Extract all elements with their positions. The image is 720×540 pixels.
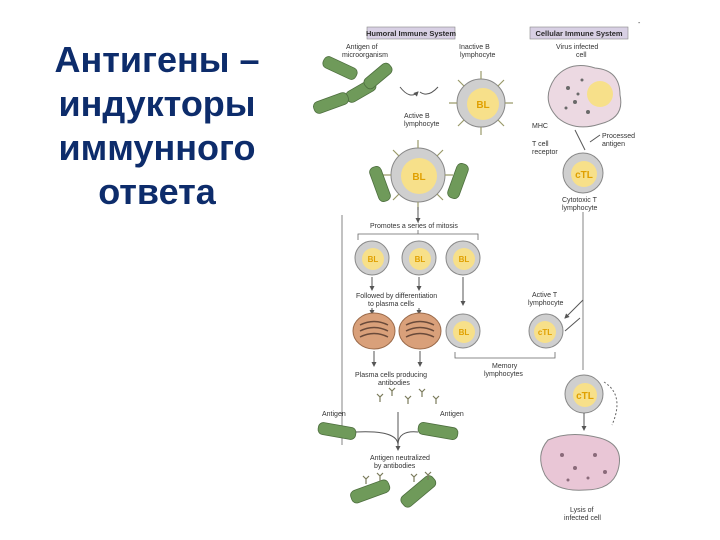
label-memory: Memory lymphocytes bbox=[484, 363, 523, 378]
svg-text:by antibodies: by antibodies bbox=[374, 463, 416, 470]
svg-text:antigen: antigen bbox=[602, 141, 625, 148]
virus-infected-cell bbox=[547, 65, 622, 128]
svg-text:Active T: Active T bbox=[532, 292, 558, 299]
svg-text:Cytotoxic T: Cytotoxic T bbox=[562, 197, 598, 204]
title-line-2: индукторы bbox=[58, 83, 256, 124]
svg-text:BL: BL bbox=[412, 172, 425, 183]
svg-text:infected cell: infected cell bbox=[564, 515, 601, 522]
svg-text:Antigen of: Antigen of bbox=[346, 44, 378, 51]
svg-text:Active B: Active B bbox=[404, 113, 430, 120]
label-active-b: Active B lymphocyte bbox=[404, 113, 440, 128]
title-line-3: иммунного bbox=[58, 127, 256, 168]
cellular-header: Cellular Immune System bbox=[529, 26, 629, 40]
label-mhc: MHC bbox=[532, 123, 548, 130]
svg-text:lymphocyte: lymphocyte bbox=[404, 121, 440, 128]
svg-text:Memory: Memory bbox=[492, 363, 518, 370]
svg-text:BL: BL bbox=[459, 255, 470, 264]
label-active-t: Active T lymphocyte bbox=[528, 292, 564, 307]
svg-text:Inactive B: Inactive B bbox=[459, 44, 490, 51]
svg-text:BL: BL bbox=[415, 255, 426, 264]
cellular-header-text: Cellular Immune System bbox=[535, 29, 622, 38]
cytotoxic-t-lymphocyte: cTL bbox=[562, 152, 604, 194]
b-lymphocyte-row: BL BL BL bbox=[354, 240, 481, 276]
plasma-cell-2 bbox=[398, 312, 442, 350]
svg-text:-: - bbox=[638, 20, 641, 27]
svg-text:antibodies: antibodies bbox=[378, 380, 410, 387]
lysing-infected-cell bbox=[540, 434, 620, 491]
title-line-1: Антигены – bbox=[54, 39, 260, 80]
label-antigen-microorganism: Antigen of microorganism bbox=[342, 44, 388, 59]
label-cytotoxic-t: Cytotoxic T lymphocyte bbox=[562, 197, 598, 212]
memory-b-lymphocyte: BL bbox=[445, 313, 481, 349]
b-lymphocyte-3: BL bbox=[445, 240, 481, 276]
label-inactive-b: Inactive B lymphocyte bbox=[459, 44, 496, 59]
memory-t-lymphocyte: cTL bbox=[528, 313, 564, 349]
label-virus-infected: Virus infected cell bbox=[556, 44, 598, 59]
svg-text:cTL: cTL bbox=[576, 391, 594, 402]
b-lymphocyte-1: BL bbox=[354, 240, 390, 276]
svg-text:Lysis of: Lysis of bbox=[570, 507, 594, 514]
effector-t-lymphocyte: cTL bbox=[564, 374, 618, 426]
svg-text:BL: BL bbox=[476, 100, 489, 111]
svg-text:T cell: T cell bbox=[532, 141, 549, 148]
label-differentiation: Followed by differentiation to plasma ce… bbox=[356, 293, 437, 308]
svg-text:to plasma cells: to plasma cells bbox=[368, 301, 415, 308]
title-line-4: ответа bbox=[98, 171, 216, 212]
svg-text:lymphocyte: lymphocyte bbox=[528, 300, 564, 307]
bacteria-group-top bbox=[313, 56, 393, 114]
svg-text:lymphocytes: lymphocytes bbox=[484, 371, 523, 378]
svg-text:cTL: cTL bbox=[538, 328, 552, 337]
svg-text:Followed by differentiation: Followed by differentiation bbox=[356, 293, 437, 300]
svg-text:lymphocyte: lymphocyte bbox=[460, 52, 496, 59]
plasma-cell-1 bbox=[352, 312, 396, 350]
inactive-b-lymphocyte: BL bbox=[449, 71, 513, 135]
label-antigen-left: Antigen bbox=[322, 411, 346, 418]
svg-text:microorganism: microorganism bbox=[342, 52, 388, 59]
humoral-header-text: Humoral Immune System bbox=[366, 29, 456, 38]
svg-text:Virus infected: Virus infected bbox=[556, 44, 598, 51]
svg-text:lymphocyte: lymphocyte bbox=[562, 205, 598, 212]
svg-text:receptor: receptor bbox=[532, 149, 558, 156]
bacteria-group-middle bbox=[369, 163, 469, 202]
label-neutralized: Antigen neutralized by antibodies bbox=[370, 455, 430, 470]
svg-text:cell: cell bbox=[576, 52, 587, 59]
bacteria-group-bottom bbox=[350, 475, 437, 508]
active-b-lymphocyte: BL bbox=[383, 140, 453, 210]
antibodies bbox=[376, 387, 440, 405]
label-plasma: Plasma cells producing antibodies bbox=[355, 372, 427, 387]
svg-text:cTL: cTL bbox=[575, 170, 593, 181]
bacteria-group-antigen bbox=[317, 422, 459, 440]
label-processed-antigen: Processed antigen bbox=[602, 133, 635, 148]
svg-text:BL: BL bbox=[368, 255, 379, 264]
humoral-header: Humoral Immune System bbox=[366, 26, 456, 40]
label-lysis: Lysis of infected cell bbox=[564, 507, 601, 522]
label-antigen-right: Antigen bbox=[440, 411, 464, 418]
svg-text:Antigen neutralized: Antigen neutralized bbox=[370, 455, 430, 462]
slide-title: Антигены – индукторы иммунного ответа bbox=[22, 38, 292, 214]
svg-text:Plasma cells producing: Plasma cells producing bbox=[355, 372, 427, 379]
svg-text:BL: BL bbox=[459, 328, 470, 337]
label-t-cell-receptor: T cell receptor bbox=[532, 141, 558, 156]
b-lymphocyte-2: BL bbox=[401, 240, 437, 276]
label-mitosis: Promotes a series of mitosis bbox=[370, 223, 458, 230]
svg-text:Processed: Processed bbox=[602, 133, 635, 140]
